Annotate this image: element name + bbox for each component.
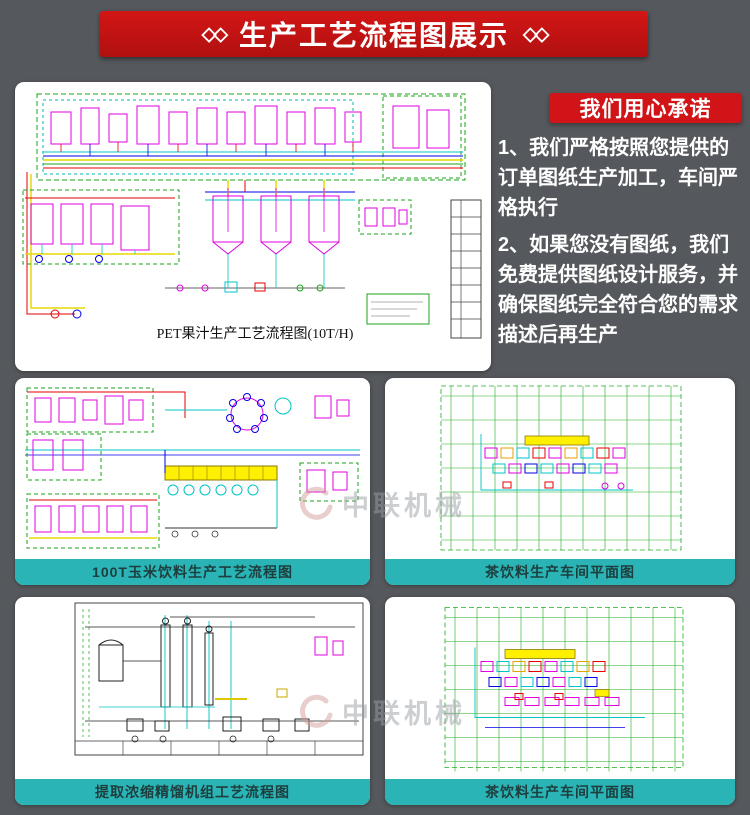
distillation-unit-diagram-image	[74, 602, 364, 756]
section-title-ribbon: ◇◇ 生产工艺流程图展示 ◇◇	[100, 11, 648, 57]
tea-workshop-plan-card-2: 茶饮料生产车间平面图	[385, 597, 735, 805]
corn-beverage-flow-card: 100T玉米饮料生产工艺流程图	[15, 378, 370, 585]
diamond-ornament-icon: ◇◇	[201, 23, 228, 45]
section-title: 生产工艺流程图展示	[238, 20, 509, 51]
promise-text-block: 1、我们严格按照您提供的订单图纸生产加工，车间严格执行 2、如果您没有图纸，我们…	[498, 133, 746, 357]
promise-badge: 我们用心承诺	[549, 93, 742, 123]
pet-flow-diagram-card: PET果汁生产工艺流程图(10T/H)	[15, 82, 491, 371]
promise-item-1: 1、我们严格按照您提供的订单图纸生产加工，车间严格执行	[498, 137, 738, 219]
pet-juice-process-diagram-image	[22, 93, 482, 339]
card-caption-corn-beverage: 100T玉米饮料生产工艺流程图	[15, 559, 370, 585]
tea-workshop-plan-image-2	[444, 607, 684, 772]
card-caption-distillation: 提取浓缩精馏机组工艺流程图	[15, 779, 370, 805]
diamond-ornament-icon: ◇◇	[523, 23, 549, 45]
pet-diagram-caption: PET果汁生产工艺流程图(10T/H)	[156, 327, 354, 342]
distillation-unit-flow-card: 提取浓缩精馏机组工艺流程图	[15, 597, 370, 805]
tea-workshop-plan-image	[440, 385, 682, 551]
card-caption-tea-plan-1: 茶饮料生产车间平面图	[385, 559, 735, 585]
card-caption-tea-plan-2: 茶饮料生产车间平面图	[385, 779, 735, 805]
promise-item-2: 2、如果您没有图纸，我们免费提供图纸设计服务，并确保图纸完全符合您的需求描述后再…	[498, 234, 738, 346]
corn-beverage-diagram-image	[25, 387, 360, 549]
tea-workshop-plan-card-1: 茶饮料生产车间平面图	[385, 378, 735, 585]
